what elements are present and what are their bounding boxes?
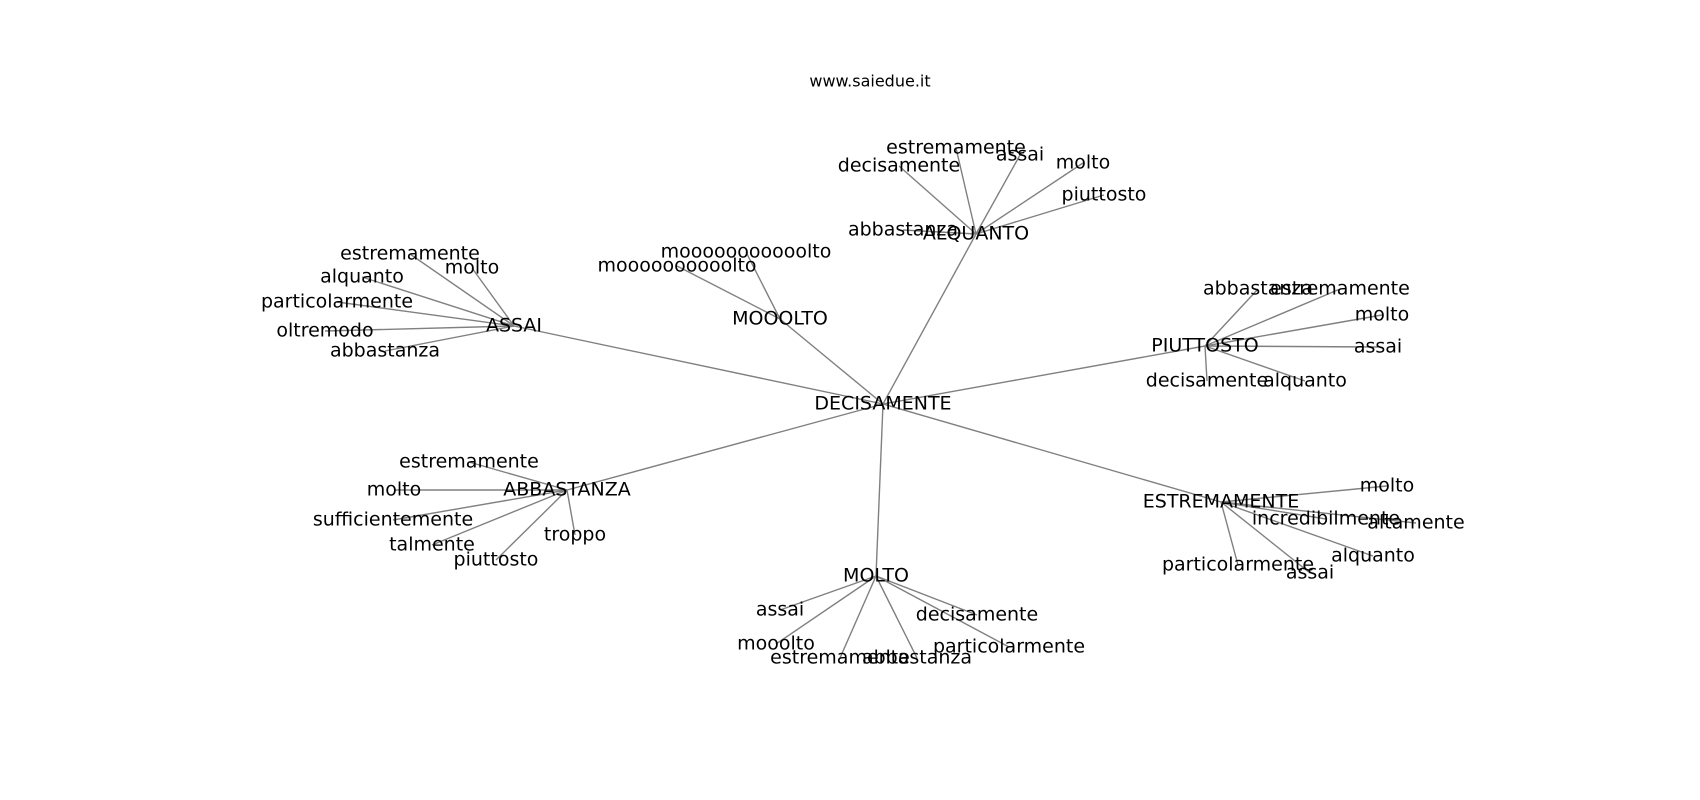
edge-assai-to-oltremodo: [324, 325, 515, 332]
leaf-node-label: altamente: [1367, 512, 1464, 534]
leaf-node-label: estremamente: [770, 647, 910, 669]
edge-assai-to-molto: [471, 267, 515, 327]
leaf-node-label: molto: [367, 479, 422, 501]
graph-title: www.saiedue.it: [809, 72, 930, 91]
edge-estremamente-to-alquanto: [1220, 501, 1374, 557]
edge-alquanto-to-estremamente: [955, 147, 977, 235]
leaf-node-label: assai: [1354, 336, 1402, 358]
edge-piuttosto-to-molto: [1204, 314, 1383, 347]
edge-abbastanza-to-estremamente: [468, 461, 568, 491]
edge-molto-to-particolarmente: [875, 575, 1010, 648]
leaf-node-label: assai: [996, 144, 1044, 166]
edge-abbastanza-to-sufficientemente: [392, 489, 568, 521]
leaf-node-label: particolarmente: [933, 636, 1085, 658]
leaf-node-label: abbastanza: [862, 647, 972, 669]
edge-mooolto-to-moooooooooolto: [676, 265, 781, 320]
leaf-node-label: estremamente: [1270, 278, 1410, 300]
edge-center-to-molto: [875, 403, 884, 577]
edge-piuttosto-to-decisamente: [1204, 345, 1208, 382]
edge-abbastanza-to-talmente: [431, 489, 568, 546]
center-node-label: DECISAMENTE: [814, 393, 951, 415]
leaf-node-label: molto: [1360, 475, 1415, 497]
edge-assai-to-estremamente: [409, 253, 515, 327]
leaf-node-label: piuttosto: [1062, 184, 1147, 206]
edge-assai-to-particolarmente: [336, 301, 515, 327]
edge-estremamente-to-molto: [1220, 485, 1388, 503]
edge-center-to-alquanto: [882, 233, 977, 405]
edge-alquanto-to-abbastanza: [902, 229, 977, 235]
hub-node-label-alquanto: ALQUANTO: [923, 223, 1029, 245]
edge-molto-to-estremamente: [839, 575, 877, 659]
edge-mooolto-to-mooooooooooolto: [745, 251, 781, 320]
leaf-node-label: estremamente: [340, 243, 480, 265]
leaf-node-label: decisamente: [1146, 370, 1268, 392]
leaf-node-label: oltremodo: [276, 320, 373, 342]
leaf-node-label: troppo: [544, 524, 606, 546]
leaf-node-label: decisamente: [916, 604, 1038, 626]
edge-molto-to-assai: [779, 575, 877, 611]
leaf-node-label: sufficientemente: [313, 509, 473, 531]
edge-piuttosto-to-abbastanza: [1204, 288, 1259, 347]
leaf-node-label: piuttosto: [454, 549, 539, 571]
edge-assai-to-abbastanza: [384, 325, 515, 352]
edge-alquanto-to-piuttosto: [975, 194, 1105, 235]
hub-node-label-abbastanza: ABBASTANZA: [503, 479, 630, 501]
edge-estremamente-to-particolarmente: [1220, 501, 1239, 566]
leaf-node-label: molto: [445, 257, 500, 279]
hub-node-label-mooolto: MOOOLTO: [732, 308, 828, 330]
edge-piuttosto-to-assai: [1204, 345, 1379, 348]
edge-center-to-abbastanza: [566, 403, 884, 491]
leaf-node-label: moooooooooolto: [597, 255, 756, 277]
leaf-node-label: abbastanza: [330, 340, 440, 362]
hub-node-label-estremamente: ESTREMAMENTE: [1143, 491, 1300, 513]
edge-alquanto-to-assai: [975, 154, 1021, 235]
edge-estremamente-to-incredibilmente: [1220, 501, 1327, 520]
hub-node-label-piuttosto: PIUTTOSTO: [1151, 335, 1258, 357]
leaf-node-label: alquanto: [320, 266, 404, 288]
graph-labels: DECISAMENTEALQUANTOestremamenteassaideci…: [261, 137, 1465, 669]
edge-piuttosto-to-estremamente: [1204, 288, 1341, 347]
edge-center-to-assai: [513, 325, 884, 405]
edge-estremamente-to-altamente: [1220, 501, 1417, 524]
leaf-node-label: abbastanza: [848, 219, 958, 241]
leaf-node-label: assai: [756, 599, 804, 621]
leaf-node-label: alquanto: [1331, 545, 1415, 567]
edge-abbastanza-to-piuttosto: [495, 489, 568, 561]
graph-edges: [324, 147, 1417, 659]
leaf-node-label: abbastanza: [1203, 278, 1313, 300]
leaf-node-label: mooolto: [737, 633, 815, 655]
edge-alquanto-to-molto: [975, 162, 1084, 235]
hub-node-label-molto: MOLTO: [843, 565, 909, 587]
edge-center-to-piuttosto: [882, 345, 1206, 405]
edge-center-to-estremamente: [882, 403, 1222, 503]
edge-center-to-mooolto: [779, 318, 884, 405]
leaf-node-label: decisamente: [838, 155, 960, 177]
leaf-node-label: particolarmente: [1162, 554, 1314, 576]
leaf-node-label: molto: [1056, 152, 1111, 174]
leaf-node-label: alquanto: [1263, 370, 1347, 392]
leaf-node-label: molto: [1355, 304, 1410, 326]
leaf-node-label: assai: [1286, 562, 1334, 584]
edge-alquanto-to-decisamente: [898, 165, 977, 235]
leaf-node-label: estremamente: [886, 137, 1026, 159]
edge-assai-to-alquanto: [361, 276, 515, 327]
edge-molto-to-abbastanza: [875, 575, 918, 659]
edge-molto-to-decisamente: [875, 575, 978, 616]
leaf-node-label: mooooooooooolto: [661, 241, 832, 263]
leaf-node-label: incredibilmente: [1252, 508, 1400, 530]
hub-node-label-assai: ASSAI: [486, 315, 542, 337]
edge-estremamente-to-assai: [1220, 501, 1311, 574]
leaf-node-label: talmente: [389, 534, 475, 556]
leaf-node-label: estremamente: [399, 451, 539, 473]
edge-molto-to-mooolto: [775, 575, 877, 645]
leaf-node-label: particolarmente: [261, 291, 413, 313]
edge-piuttosto-to-alquanto: [1204, 345, 1306, 382]
edge-abbastanza-to-troppo: [566, 489, 576, 536]
